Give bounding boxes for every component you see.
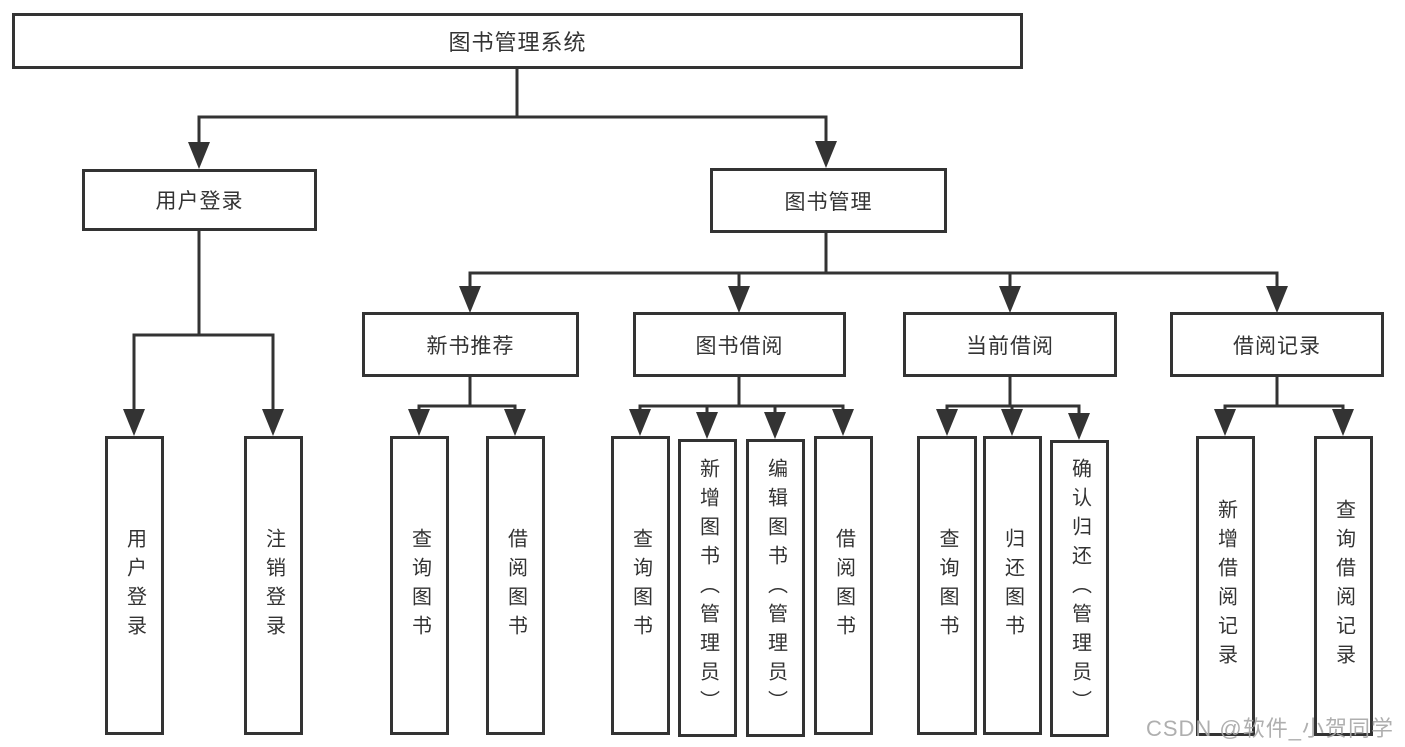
leaf-current-query-books: 查询图书 bbox=[917, 436, 977, 735]
node-user-login: 用户登录 bbox=[82, 169, 317, 231]
leaf-record-add-borrow-record: 新增借阅记录 bbox=[1196, 436, 1255, 736]
node-book-management: 图书管理 bbox=[710, 168, 947, 233]
node-new-book-recommend: 新书推荐 bbox=[362, 312, 579, 377]
leaf-logout: 注销登录 bbox=[244, 436, 303, 735]
node-borrow-record: 借阅记录 bbox=[1170, 312, 1384, 377]
node-book-borrow: 图书借阅 bbox=[633, 312, 846, 377]
leaf-borrow-query-books: 查询图书 bbox=[611, 436, 670, 735]
leaf-newbook-borrow-books: 借阅图书 bbox=[486, 436, 545, 735]
arrowheads bbox=[123, 141, 1354, 440]
leaf-borrow-borrow-books: 借阅图书 bbox=[814, 436, 873, 735]
csdn-watermark: CSDN @软件_小贺同学 bbox=[1145, 716, 1394, 741]
leaf-user-login: 用户登录 bbox=[105, 436, 164, 735]
leaf-current-confirm-return-admin: 确认归还（管理员） bbox=[1050, 440, 1109, 737]
leaf-borrow-edit-books-admin: 编辑图书（管理员） bbox=[746, 439, 805, 737]
leaf-newbook-query-books: 查询图书 bbox=[390, 436, 449, 735]
node-current-borrow: 当前借阅 bbox=[903, 312, 1117, 377]
leaf-current-return-books: 归还图书 bbox=[983, 436, 1042, 735]
leaf-record-query-borrow-record: 查询借阅记录 bbox=[1314, 436, 1373, 736]
node-root-system: 图书管理系统 bbox=[12, 13, 1023, 69]
leaf-borrow-add-books-admin: 新增图书（管理员） bbox=[678, 439, 737, 737]
